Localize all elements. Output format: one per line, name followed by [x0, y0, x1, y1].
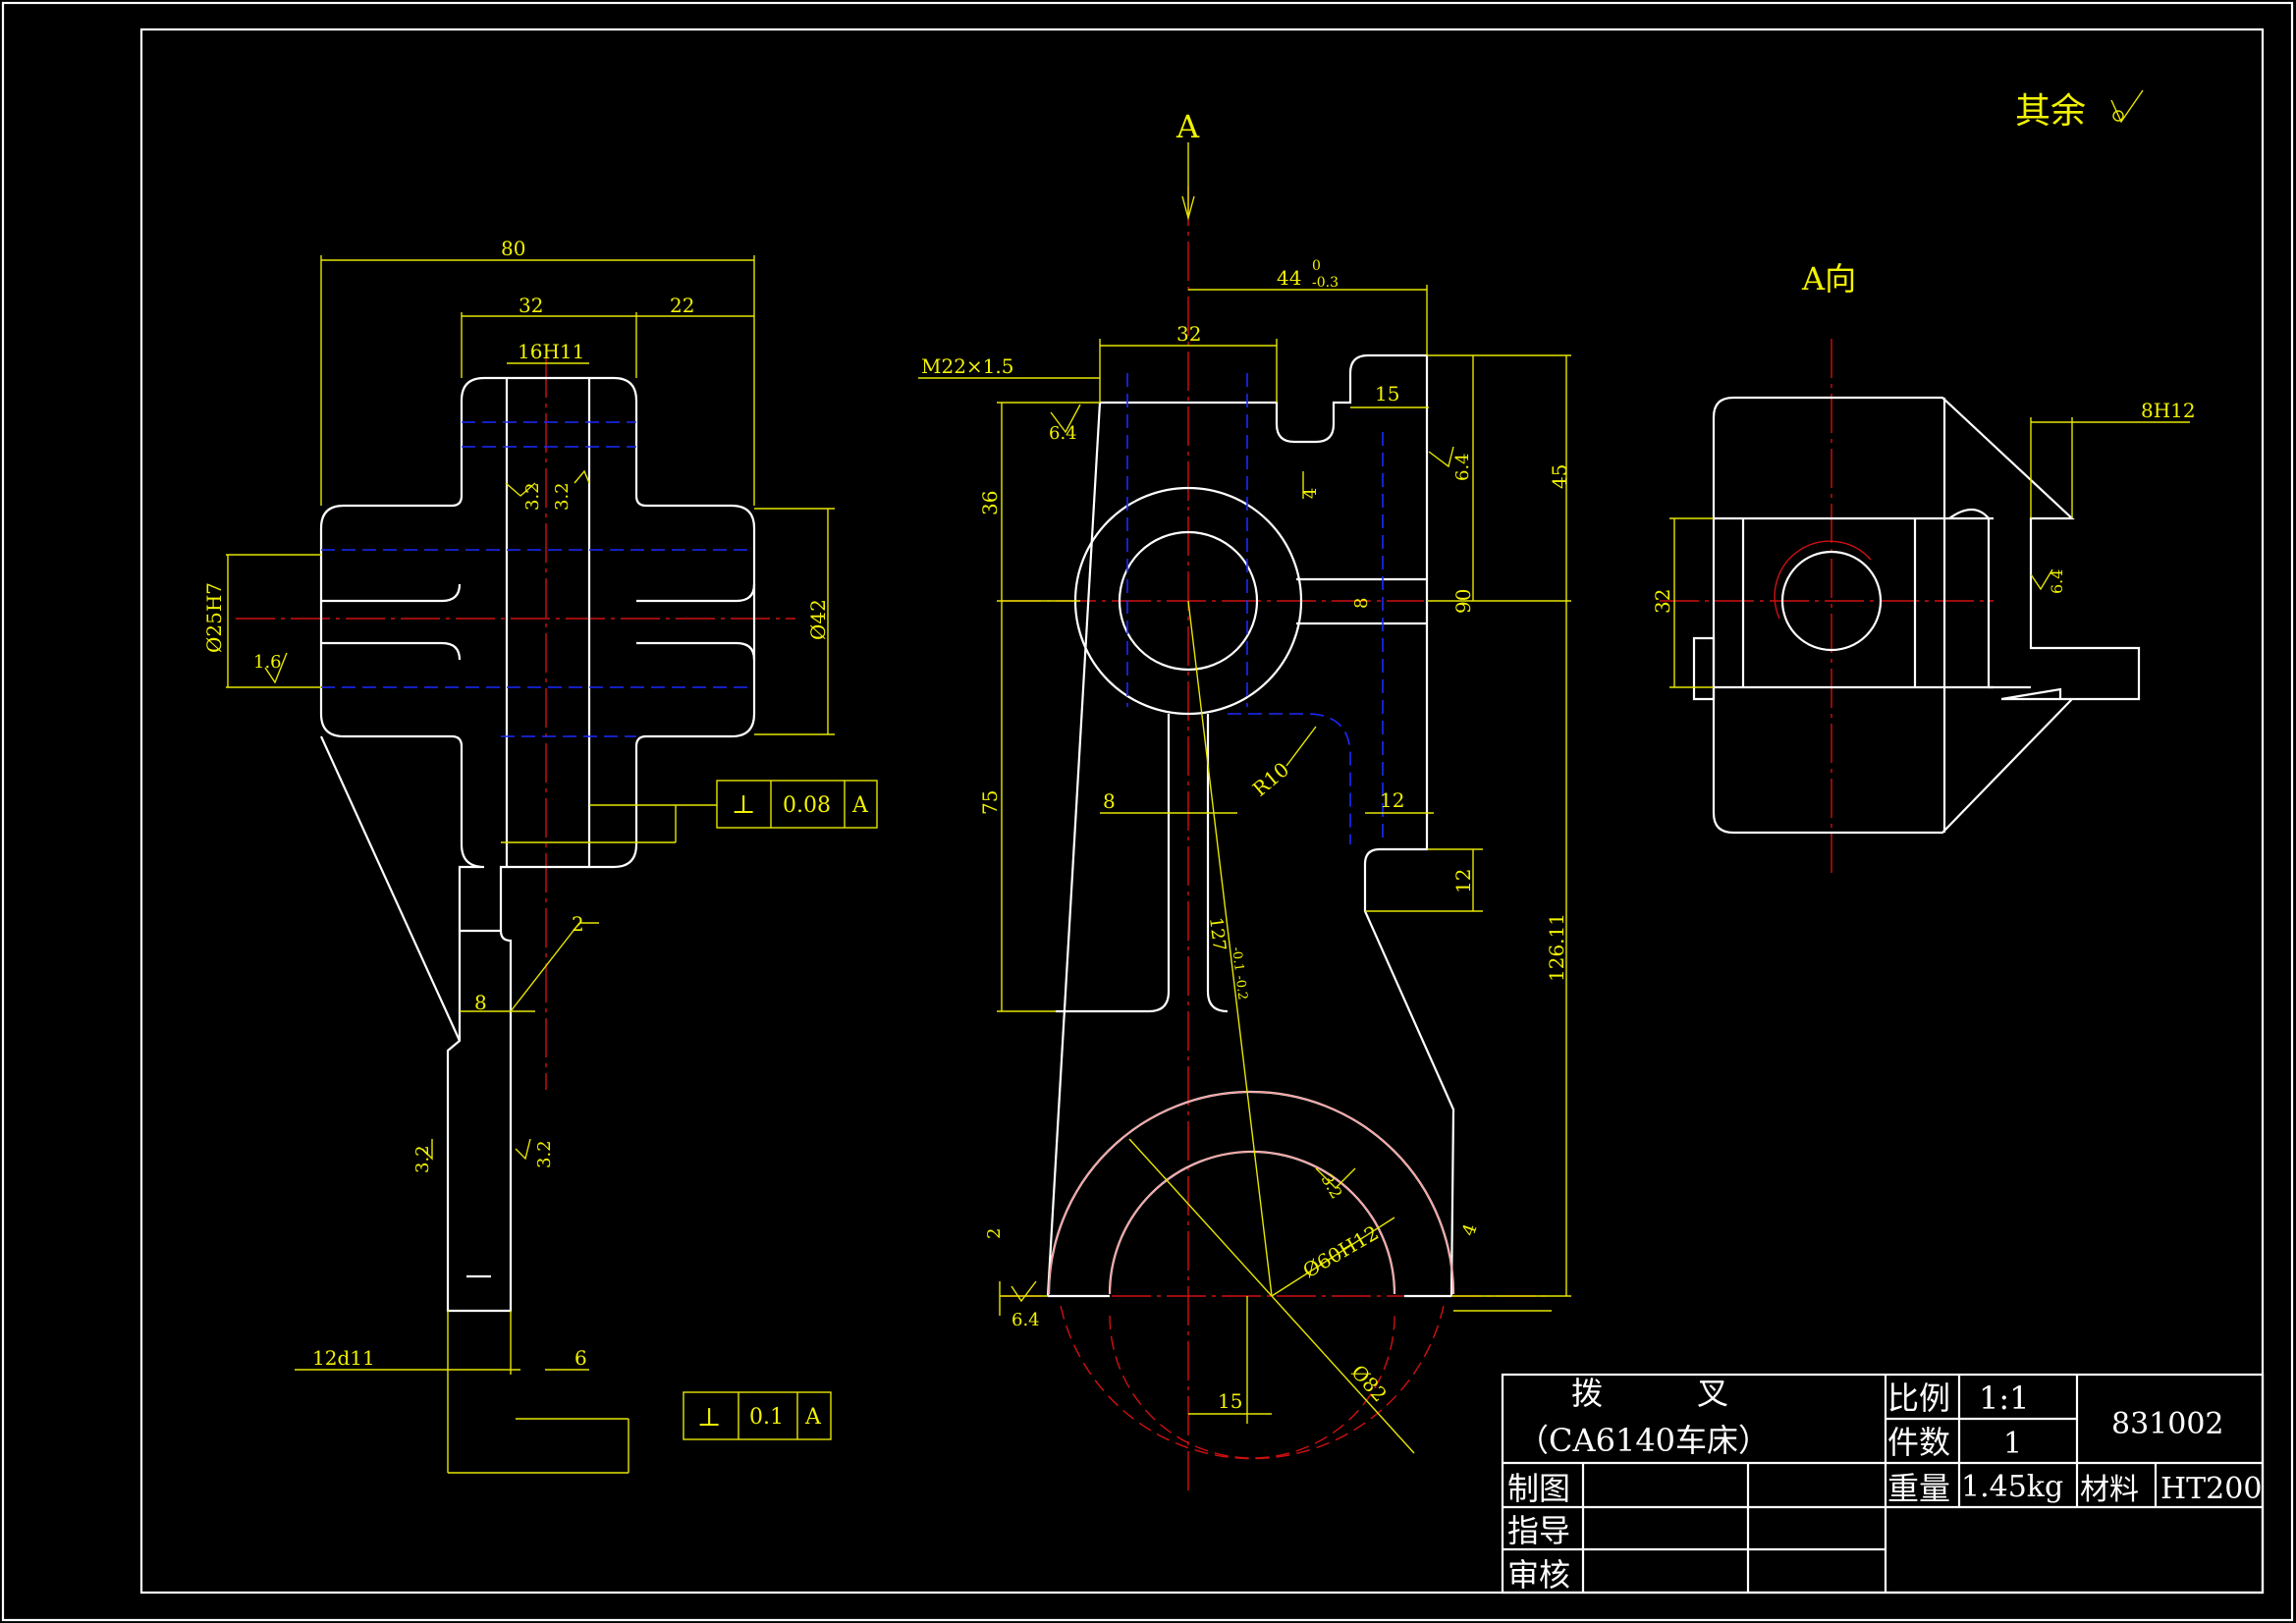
- main-view-labels: A 44 0 -0.3 32 M22×1.5 15 4 45 36 8 90 7…: [921, 108, 1571, 1413]
- tol1-symbol: ⊥: [732, 790, 755, 820]
- roughness-3-2-d: 3.2: [534, 1140, 555, 1168]
- tolerance-frame-1: ⊥ 0.08 A: [716, 780, 878, 829]
- dim-75: 75: [978, 790, 1002, 815]
- qty-label: 件数: [1887, 1424, 1950, 1461]
- material-label: 材料: [2080, 1473, 2139, 1507]
- dim-2-left: 2: [572, 912, 584, 936]
- left-view-labels: 80 32 22 16H11 Ø25H7 Ø42 8 2 12d11 6 3.2…: [202, 237, 830, 1370]
- weight-value: 1.45kg: [1961, 1470, 2063, 1504]
- dim-22: 22: [670, 294, 694, 317]
- dim-8-web: 8: [1103, 789, 1116, 813]
- dim-127-tol: -0.1 -0.2: [1229, 947, 1250, 1001]
- dim-32: 32: [519, 294, 543, 317]
- dim-44: 44: [1277, 266, 1301, 290]
- dim-44-tol-dn: -0.3: [1312, 275, 1339, 291]
- roughness-1-6: 1.6: [253, 652, 282, 673]
- dim-r10: R10: [1248, 757, 1293, 800]
- dim-90: 90: [1451, 589, 1475, 614]
- side-view-labels: A向 8H12 32 6.4: [1651, 260, 2196, 614]
- dim-44-tol-up: 0: [1312, 258, 1321, 274]
- dim-16h11: 16H11: [518, 340, 584, 363]
- roughness-3-2-a: 3.2: [522, 482, 543, 511]
- dim-2-main: 2: [984, 1228, 1005, 1239]
- drawn-label: 制图: [1507, 1470, 1570, 1507]
- inner-border: [139, 27, 2265, 1595]
- roughness-3-2-b: 3.2: [552, 482, 573, 511]
- scale-label: 比例: [1887, 1380, 1950, 1417]
- dim-32-side: 32: [1651, 589, 1674, 614]
- view-label-a-dir: A向: [1801, 260, 1856, 298]
- dim-126-11: 126.11: [1545, 913, 1568, 982]
- dim-6: 6: [574, 1346, 587, 1370]
- dim-42: Ø42: [806, 599, 830, 640]
- dim-25h7: Ø25H7: [202, 582, 226, 653]
- roughness-6-4-side: 6.4: [2048, 569, 2066, 594]
- roughness-3-2-c: 3.2: [412, 1145, 433, 1173]
- dim-8h12: 8H12: [2141, 399, 2196, 422]
- dim-36: 36: [978, 491, 1002, 515]
- tol2-symbol: ⊥: [697, 1403, 721, 1433]
- scale-value: 1:1: [1979, 1380, 2030, 1417]
- part-name: 拨 叉: [1571, 1375, 1728, 1412]
- tol1-datum: A: [851, 793, 869, 818]
- drawing-number: 831002: [2111, 1407, 2224, 1441]
- tol2-value: 0.1: [749, 1405, 784, 1430]
- machine-name: （CA6140车床）: [1517, 1422, 1770, 1459]
- tolerance-frame-2: ⊥ 0.1 A: [683, 1391, 832, 1440]
- dim-4-top: 4: [1300, 488, 1321, 499]
- material-value: HT200: [2160, 1472, 2262, 1506]
- dim-thread: M22×1.5: [921, 354, 1014, 378]
- dim-8-left: 8: [474, 991, 487, 1014]
- roughness-3-2-fork: 3.2: [1318, 1171, 1346, 1203]
- dim-8-arm: 8: [1351, 598, 1372, 609]
- dim-12d11: 12d11: [312, 1346, 375, 1370]
- tol1-value: 0.08: [783, 793, 831, 818]
- dim-32-main: 32: [1176, 322, 1201, 346]
- roughness-6-4-c: 6.4: [1011, 1310, 1040, 1330]
- dim-4-fork: 4: [1458, 1221, 1482, 1239]
- dim-45: 45: [1548, 464, 1571, 489]
- guide-label: 指导: [1507, 1512, 1570, 1549]
- check-label: 审核: [1507, 1556, 1570, 1594]
- roughness-6-4-a: 6.4: [1049, 423, 1077, 444]
- main-view: [918, 142, 1571, 1492]
- title-block: 拨 叉 （CA6140车床） 比例 1:1 件数 1 831002 重量 1.4…: [1501, 1373, 2265, 1595]
- roughness-check-icon: [2110, 89, 2144, 124]
- roughness-6-4-b: 6.4: [1452, 453, 1473, 481]
- qty-value: 1: [2003, 1427, 2022, 1461]
- general-roughness-note: 其余: [2015, 91, 2086, 132]
- view-label-a: A: [1175, 108, 1200, 145]
- left-view: [226, 255, 835, 1474]
- dim-80: 80: [501, 237, 525, 260]
- dim-15-main: 15: [1375, 382, 1399, 406]
- dim-12-b: 12: [1451, 869, 1475, 893]
- weight-label: 重量: [1887, 1470, 1950, 1507]
- dim-15-fork: 15: [1218, 1389, 1242, 1413]
- dim-60h12: Ø60H12: [1299, 1220, 1383, 1282]
- dim-127: 127: [1205, 916, 1230, 952]
- side-view: [1660, 339, 2190, 879]
- dim-12-a: 12: [1380, 788, 1404, 812]
- tol2-datum: A: [804, 1405, 822, 1430]
